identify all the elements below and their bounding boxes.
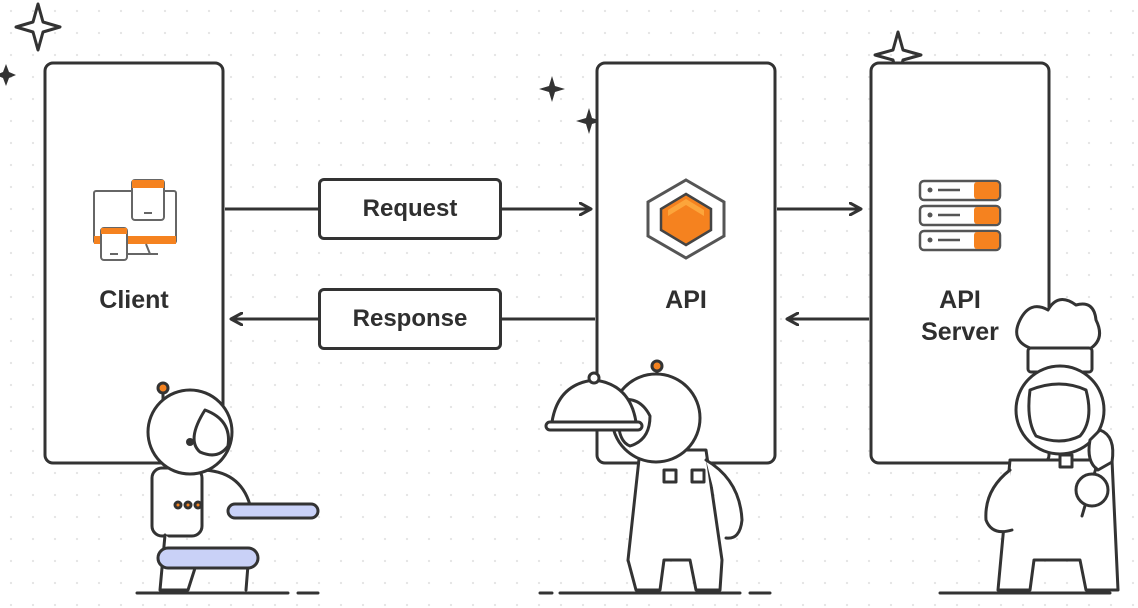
server-stack-icon [918,179,1002,252]
response-label: Response [318,288,502,350]
hexagon-icon [646,178,726,260]
client-label: Client [99,286,169,314]
waiter-mascot-illustration [544,359,744,592]
client-node [43,61,225,465]
api-server-label: API Server [871,284,1049,348]
api-server-label-line1: API [939,286,981,314]
api-server-node [869,61,1051,465]
devices-icon [93,179,177,261]
chef-mascot-illustration [984,298,1120,592]
api-label: API [665,286,707,314]
api-server-label-line2: Server [921,318,999,346]
client-mascot-illustration [146,381,320,592]
request-label: Request [318,178,502,240]
